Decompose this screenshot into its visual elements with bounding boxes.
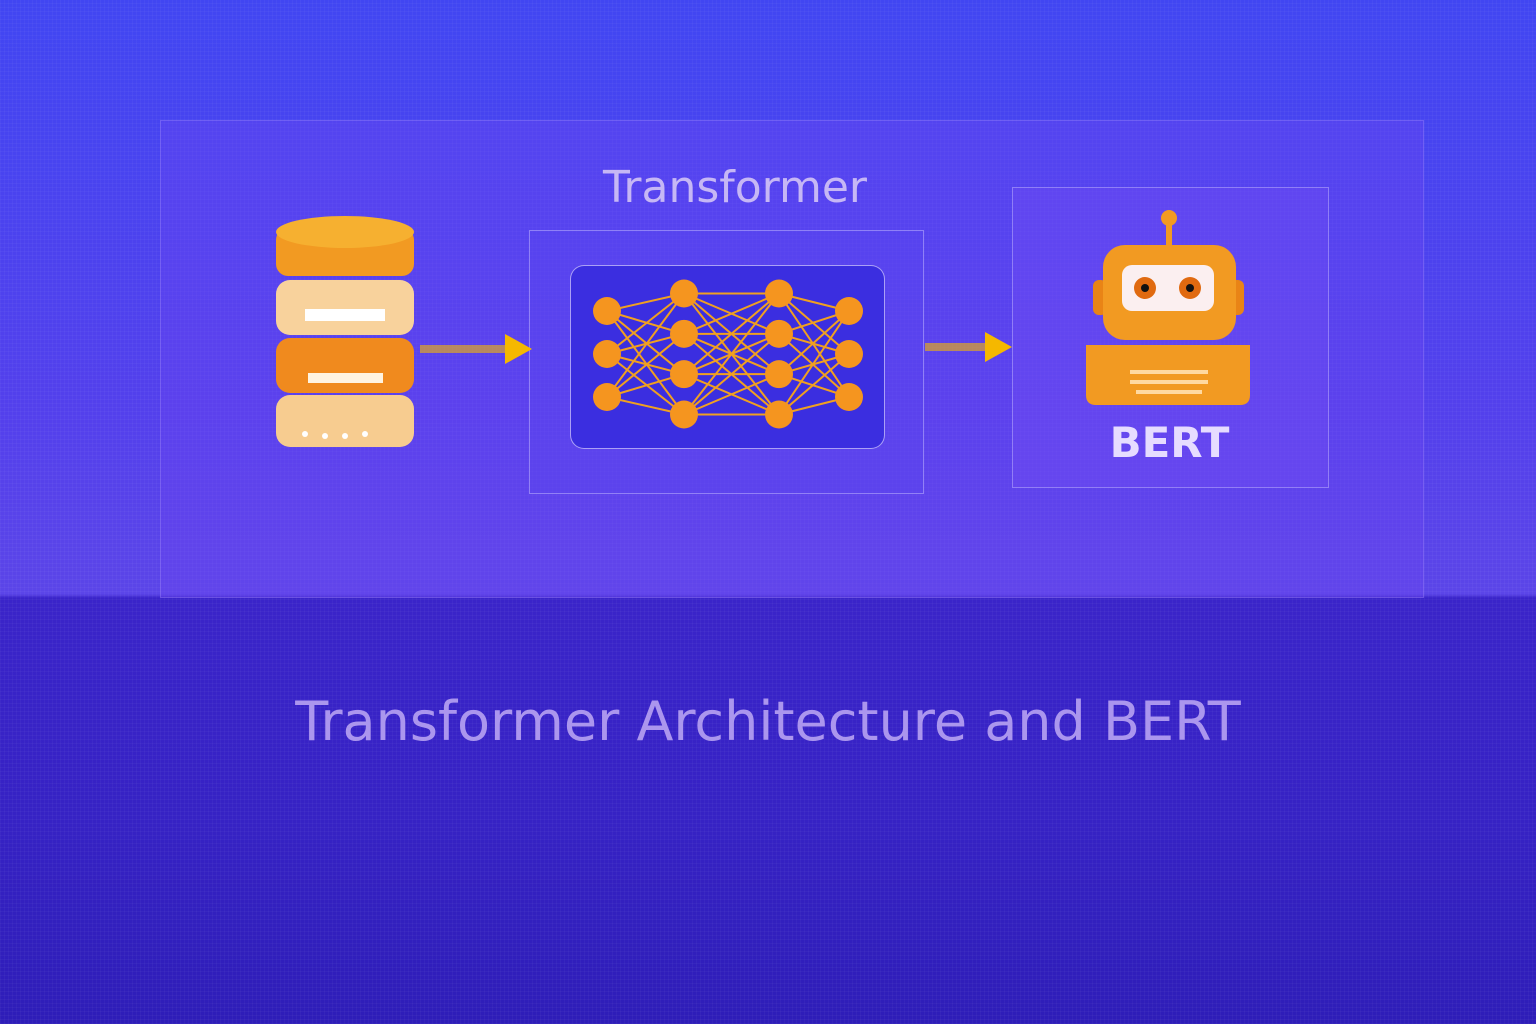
arrow-icon	[925, 332, 1012, 362]
network-frame	[570, 265, 885, 449]
network-node	[765, 279, 793, 308]
network-edge	[683, 292, 780, 335]
network-node	[670, 360, 698, 389]
network-edge	[683, 333, 780, 416]
network-edge	[683, 292, 780, 416]
network-edge	[778, 292, 850, 355]
network-node	[670, 400, 698, 429]
network-edge	[778, 310, 850, 416]
network-edge	[606, 310, 685, 416]
network-edge	[778, 310, 850, 375]
transformer-label: Transformer	[602, 162, 868, 213]
network-edge	[778, 353, 850, 416]
network-node	[593, 297, 621, 325]
network-node	[670, 319, 698, 348]
network-edge	[683, 373, 780, 416]
network-node	[835, 383, 863, 411]
network-node	[835, 340, 863, 368]
network-edge	[606, 333, 685, 398]
network-node	[835, 297, 863, 325]
network-edge	[606, 292, 685, 398]
neural-network-icon	[593, 279, 863, 429]
network-edge	[778, 333, 850, 398]
network-edge	[683, 292, 780, 375]
network-edge	[778, 292, 850, 398]
bert-label: BERT	[1109, 418, 1230, 467]
arrow-icon	[420, 334, 532, 364]
database-icon	[276, 216, 414, 447]
network-node	[593, 383, 621, 411]
network-edge	[606, 292, 685, 355]
network-node	[670, 279, 698, 308]
network-node	[765, 319, 793, 348]
caption-title: Transformer Architecture and BERT	[295, 690, 1241, 753]
network-node	[765, 360, 793, 389]
network-edge	[606, 353, 685, 416]
network-node	[593, 340, 621, 368]
network-edge	[606, 310, 685, 375]
robot-icon	[1086, 210, 1250, 405]
network-node	[765, 400, 793, 429]
